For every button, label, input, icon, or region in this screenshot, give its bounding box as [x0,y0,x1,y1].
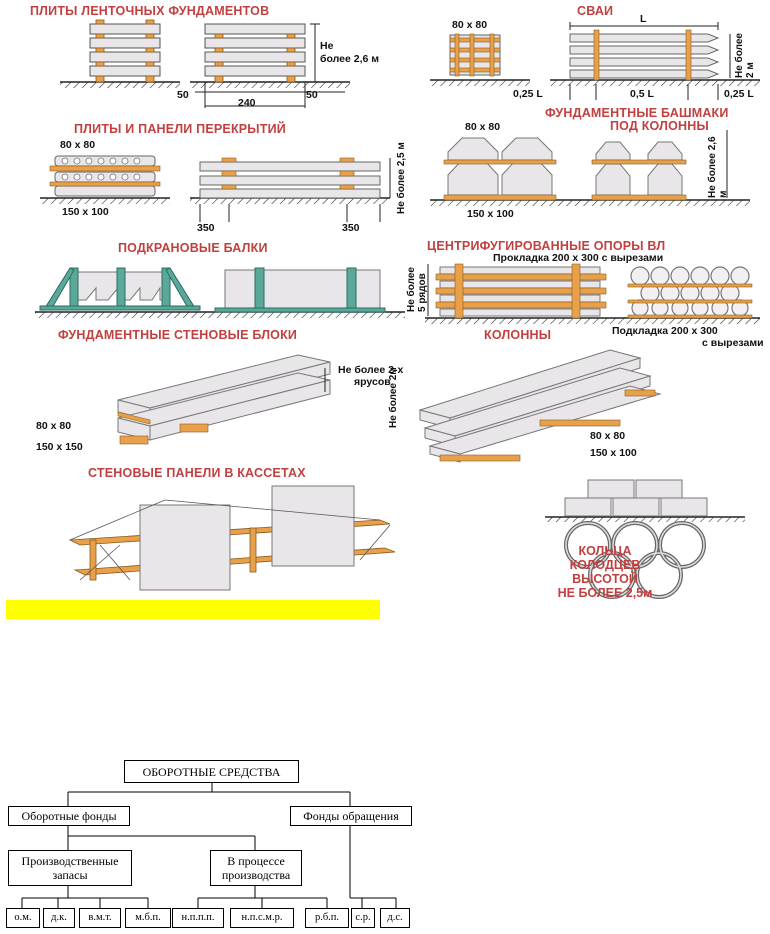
column-shoes-height-note: Не более 2,6 м [707,136,729,198]
piles-block-80x80: 80 x 80 [452,19,488,31]
dim-350-left: 350 [197,222,215,234]
column-shoes-block-80x80: 80 x 80 [465,121,501,133]
poles-rows-note: Не более 5 рядов [406,267,428,312]
crane-beams-drawing [35,267,405,318]
rings-caption-line-3: ВЫСОТОЙ [572,572,638,586]
slabs-block-80x80: 80 x 80 [60,139,96,151]
piles-len-L: L [640,13,647,25]
poles-spacer-bottom-1: Подкладка 200 х 300 [612,325,718,337]
poles-spacer-top: Прокладка 200 х 300 с вырезами [493,252,664,264]
rings-drawing [545,479,745,599]
rings-caption-line-4: НЕ БОЛЕЕ 2,5м [557,586,653,600]
slabs-title: ПЛИТЫ И ПАНЕЛИ ПЕРЕКРЫТИЙ [74,122,286,136]
leaf-box: д.с. [380,908,410,928]
leaf-box: м.б.п. [125,908,171,928]
columns-drawing [418,349,662,463]
poles-title: ЦЕНТРИФУГИРОВАННЫЕ ОПОРЫ ВЛ [427,239,666,253]
slabs-block-150x100: 150 x 100 [62,206,109,218]
rings-caption: КОЛЬЦА КОЛОДЦЕВ ВЫСОТОЙ НЕ БОЛЕЕ 2,5м [545,544,665,600]
ground-hatch [60,82,180,88]
column-shoes-drawing [430,130,750,206]
leaf-box: о.м. [6,908,40,928]
wall-blocks-block-80x80: 80 x 80 [36,420,72,432]
wall-panels-drawing [68,485,396,591]
leaf-box: р.б.п. [305,908,349,928]
leaf-box: д.к. [43,908,75,928]
poles-spacer-bottom-2: с вырезами [702,337,764,349]
highlight-bar [6,600,380,619]
rings-caption-line-2: КОЛОДЦЕВ [569,558,641,572]
level1-box-circulation-funds: Фонды обращения [290,806,412,826]
column-shoes-block-150x100: 150 x 100 [467,208,514,220]
level1-box-operating-funds: Оборотные фонды [8,806,130,826]
column-shoes-title-2: ПОД КОЛОННЫ [610,119,709,133]
leaf-box: н.п.п.п. [172,908,224,928]
piles-title: СВАИ [577,4,614,18]
piles-dim-025-right: 0,25 L [724,88,754,100]
wall-blocks-title: ФУНДАМЕНТНЫЕ СТЕНОВЫЕ БЛОКИ [58,328,298,342]
root-box: ОБОРОТНЫЕ СРЕДСТВА [124,760,299,783]
wall-blocks-block-150x150: 150 x 150 [36,441,83,453]
wall-blocks-tiers-1: Не более 2-х [338,364,404,376]
dim-50-right: 50 [306,89,318,101]
dim-50-left: 50 [177,89,189,101]
columns-title: КОЛОННЫ [484,328,552,342]
columns-height-note: Не более 2м [388,367,399,428]
leaf-box: н.п.с.м.р. [230,908,294,928]
leaf-box: с.р. [351,908,375,928]
column-shoes-title-1: ФУНДАМЕНТНЫЕ БАШМАКИ [545,106,729,120]
wall-blocks-drawing [117,354,331,445]
storage-illustrations [6,19,760,619]
dim-240: 240 [238,97,256,109]
wall-blocks-tiers-2: ярусов [354,376,391,388]
piles-height-note: Не более 2 м [734,33,756,78]
rings-caption-line-1: КОЛЬЦА [578,544,632,558]
piles-dim-025-left: 0,25 L [513,88,543,100]
wall-panels-title: СТЕНОВЫЕ ПАНЕЛИ В КАССЕТАХ [88,466,306,480]
slabs-drawing [40,155,391,222]
strip-foundation-title: ПЛИТЫ ЛЕНТОЧНЫХ ФУНДАМЕНТОВ [30,4,270,18]
columns-block-150x100: 150 x 100 [590,447,637,459]
level2-box-production-stocks: Производственные запасы [8,850,132,886]
slabs-height-note: Не более 2,5 м [396,142,407,214]
piles-dim-05: 0,5 L [630,88,654,100]
leaf-box: в.м.т. [79,908,121,928]
dim-350-right: 350 [342,222,360,234]
strip-foundation-drawing [60,19,350,108]
poles-drawing [425,263,760,324]
strip-foundation-height-note: Не более 2,6 м [320,40,380,65]
crane-beams-title: ПОДКРАНОВЫЕ БАЛКИ [118,241,268,255]
level2-box-in-production: В процессе производства [210,850,302,886]
piles-drawing [430,22,760,100]
columns-block-80x80: 80 x 80 [590,430,626,442]
